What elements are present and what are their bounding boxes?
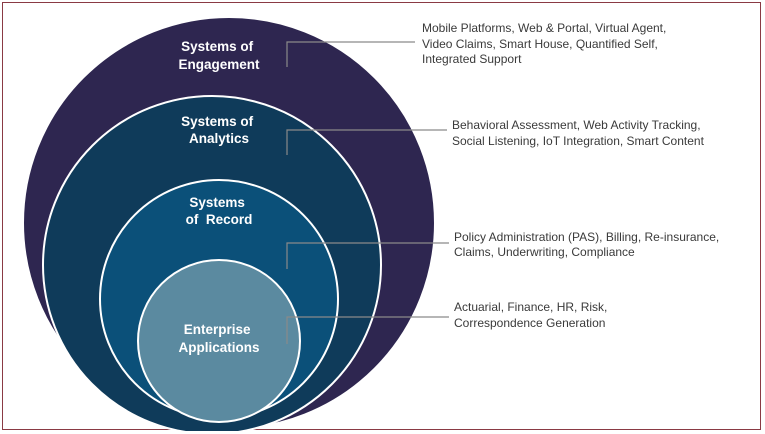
engagement-description-line-3: Integrated Support xyxy=(422,52,522,66)
engagement-title-line-1: Systems of xyxy=(181,39,254,54)
engagement-connector xyxy=(286,41,415,67)
engagement-description: Mobile Platforms, Web & Portal, Virtual … xyxy=(422,21,670,66)
analytics-description: Behavioral Assessment, Web Activity Trac… xyxy=(452,118,705,148)
record-title: Systems of Record xyxy=(186,195,253,227)
enterprise-description: Actuarial, Finance, HR, Risk, Correspond… xyxy=(454,300,611,330)
engagement-description-line-1: Mobile Platforms, Web & Portal, Virtual … xyxy=(422,21,666,35)
enterprise-title-line-2: Applications xyxy=(178,340,259,355)
analytics-description-line-2: Social Listening, IoT Integration, Smart… xyxy=(452,134,705,148)
enterprise-title: Enterprise Applications xyxy=(178,322,259,355)
analytics-title: Systems of Analytics xyxy=(181,114,257,146)
engagement-title: Systems of Engagement xyxy=(178,39,260,72)
analytics-title-line-1: Systems of xyxy=(181,114,254,129)
analytics-description-line-1: Behavioral Assessment, Web Activity Trac… xyxy=(452,118,701,132)
record-description-line-2: Claims, Underwriting, Compliance xyxy=(454,245,635,259)
nested-circles-diagram: Systems of Engagement Systems of Analyti… xyxy=(22,16,723,431)
record-description: Policy Administration (PAS), Billing, Re… xyxy=(454,230,723,259)
record-description-line-1: Policy Administration (PAS), Billing, Re… xyxy=(454,230,719,244)
circle-enterprise-applications xyxy=(137,259,301,423)
record-title-line-1: Systems xyxy=(189,195,245,210)
analytics-title-line-2: Analytics xyxy=(189,131,249,146)
enterprise-description-line-1: Actuarial, Finance, HR, Risk, xyxy=(454,300,607,314)
engagement-description-line-2: Video Claims, Smart House, Quantified Se… xyxy=(422,37,658,51)
analytics-connector xyxy=(286,129,447,155)
enterprise-description-line-2: Correspondence Generation xyxy=(454,316,605,330)
engagement-title-line-2: Engagement xyxy=(178,57,260,72)
enterprise-connector xyxy=(286,316,449,344)
record-connector xyxy=(286,242,449,269)
connectors xyxy=(286,41,449,344)
enterprise-title-line-1: Enterprise xyxy=(184,322,251,337)
record-title-line-2: of Record xyxy=(186,212,253,227)
